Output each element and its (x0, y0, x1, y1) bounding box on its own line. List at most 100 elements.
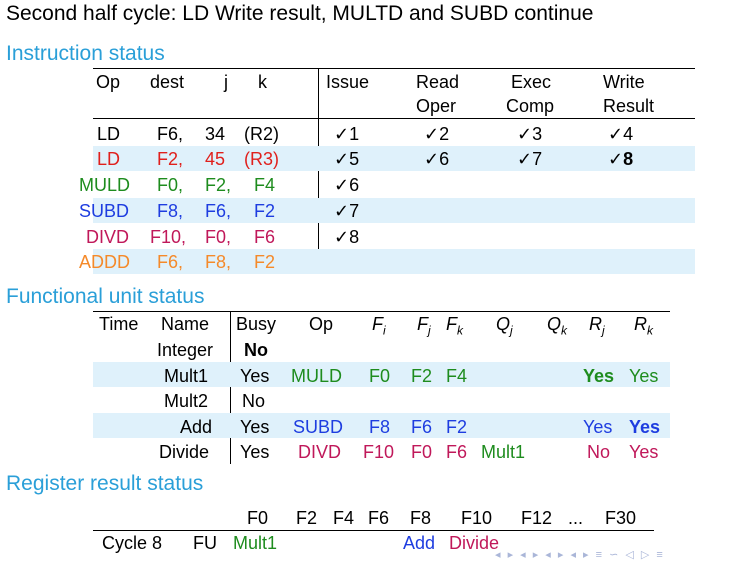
col-j: j (224, 72, 228, 92)
col-write-2: Result (603, 96, 655, 116)
fu-op: SUBD (293, 417, 344, 437)
fu-busy: Yes (240, 366, 270, 386)
col-busy: Busy (236, 314, 277, 334)
fu-rk: Yes (629, 366, 659, 386)
instr-j: 34 (205, 124, 226, 144)
instr-op: LD (97, 149, 121, 169)
fu-fj: F2 (411, 366, 433, 386)
col-write: Write (603, 72, 645, 92)
instr-j: F8, (205, 252, 232, 272)
instr-dest: F6, (157, 252, 184, 272)
instr-op: SUBD (79, 201, 130, 221)
instr-write: ✓8 (608, 149, 634, 169)
fu-name: Mult1 (164, 366, 209, 386)
instruction-status-heading: Instruction status (6, 42, 165, 65)
instr-k: (R2) (244, 124, 279, 144)
col-dest: dest (150, 72, 185, 92)
col-op: Op (96, 72, 121, 92)
instr-read: ✓2 (424, 124, 450, 144)
fu-busy: No (244, 340, 268, 360)
instr-k: F2 (254, 201, 276, 221)
fu-name: Divide (159, 442, 210, 462)
fu-rj: Yes (583, 417, 613, 437)
col-read-2: Oper (416, 96, 457, 116)
fu-name: Add (180, 417, 213, 437)
col-qj: Qj (496, 314, 513, 338)
fu-name: Mult2 (164, 391, 209, 411)
col-issue: Issue (326, 72, 370, 92)
reg-value-f8: Add (403, 533, 436, 553)
slide-navigation[interactable]: ◂ ▸ ◂ ▸ ◂ ▸ ◂ ▸ ≡ ∽ ◁ ▷ ≡ (495, 549, 665, 561)
reg-f12: F12 (521, 508, 553, 528)
col-k: k (258, 72, 267, 92)
fu-fi: F8 (369, 417, 391, 437)
fu-fk: F6 (446, 442, 468, 462)
cycle-label: Cycle 8 (102, 533, 163, 553)
instr-op: ADDD (79, 252, 131, 272)
col-op: Op (309, 314, 334, 334)
fu-rj: No (587, 442, 611, 462)
instr-op: MULD (79, 175, 131, 195)
reg-f10: F10 (461, 508, 493, 528)
col-rk: Rk (634, 314, 653, 338)
instr-issue: ✓6 (334, 175, 360, 195)
instr-k: F2 (254, 252, 276, 272)
fu-rk: Yes (629, 442, 659, 462)
fu-fi: F0 (369, 366, 391, 386)
col-fj: Fj (417, 314, 431, 338)
instr-j: 45 (205, 149, 226, 169)
col-fi: Fi (372, 314, 386, 338)
reg-value-f10: Divide (449, 533, 500, 553)
reg-f30: F30 (605, 508, 637, 528)
fu-fk: F4 (446, 366, 468, 386)
col-qk: Qk (547, 314, 568, 338)
instr-op: DIVD (86, 227, 130, 247)
reg-f6: F6 (368, 508, 390, 528)
instr-dest: F10, (150, 227, 187, 247)
instr-dest: F8, (157, 201, 184, 221)
register-result-status-heading: Register result status (6, 472, 204, 495)
instr-issue: ✓1 (334, 124, 360, 144)
fu-busy: Yes (240, 442, 270, 462)
instr-exec: ✓3 (517, 124, 543, 144)
fu-fj: F0 (411, 442, 433, 462)
col-read: Read (416, 72, 460, 92)
instr-k: (R3) (244, 149, 279, 169)
instr-exec: ✓7 (517, 149, 543, 169)
fu-fi: F10 (363, 442, 395, 462)
col-exec: Exec (511, 72, 552, 92)
fu-rk: Yes (629, 417, 661, 437)
instr-j: F6, (205, 201, 232, 221)
instr-dest: F6, (157, 124, 184, 144)
fu-fj: F6 (411, 417, 433, 437)
instr-j: F0, (205, 227, 232, 247)
reg-ellipsis: ... (568, 508, 584, 528)
instr-j: F2, (205, 175, 232, 195)
col-time: Time (99, 314, 139, 334)
functional-unit-status-heading: Functional unit status (6, 285, 205, 308)
fu-qj: Mult1 (481, 442, 526, 462)
fu-op: DIVD (298, 442, 342, 462)
fu-op: MULD (291, 366, 343, 386)
reg-f2: F2 (296, 508, 318, 528)
page-title: Second half cycle: LD Write result, MULT… (6, 2, 594, 25)
instr-write: ✓4 (608, 124, 634, 144)
fu-busy: No (242, 391, 266, 411)
fu-label: FU (193, 533, 217, 553)
fu-fk: F2 (446, 417, 468, 437)
reg-f8: F8 (410, 508, 432, 528)
instr-dest: F2, (157, 149, 184, 169)
instr-read: ✓6 (424, 149, 450, 169)
col-fk: Fk (446, 314, 463, 338)
reg-f4: F4 (333, 508, 355, 528)
instr-issue: ✓8 (334, 227, 360, 247)
instr-k: F6 (254, 227, 276, 247)
col-name: Name (161, 314, 210, 334)
col-exec-2: Comp (506, 96, 555, 116)
fu-name: Integer (157, 340, 214, 360)
col-rj: Rj (589, 314, 605, 338)
instr-dest: F0, (157, 175, 184, 195)
instr-issue: ✓7 (334, 201, 360, 221)
instr-k: F4 (254, 175, 276, 195)
fu-busy: Yes (240, 417, 270, 437)
